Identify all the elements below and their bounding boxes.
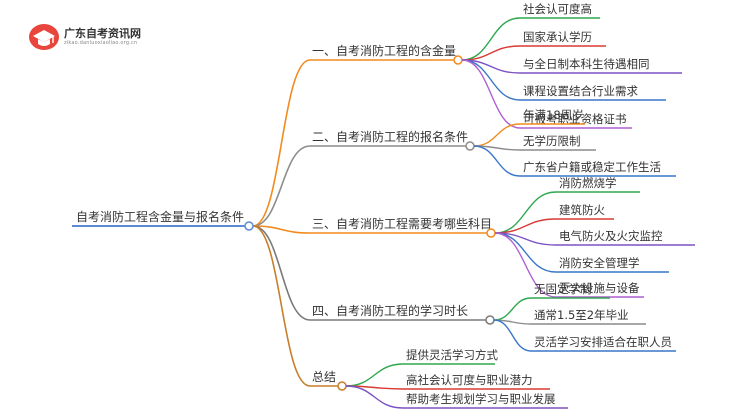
root-node-label: 自考消防工程含金量与报名条件: [76, 209, 244, 224]
leaf-label: 电气防火及火灾监控: [559, 229, 663, 243]
branch-connector: [252, 59, 311, 227]
site-logo: 广东自考资讯网 zikao.danluoxiaoliao.org.cn: [28, 22, 188, 52]
branch-connector-node: [465, 141, 475, 151]
branch-label: 三、自考消防工程需要考哪些科目: [312, 216, 492, 231]
leaf-connector: [494, 191, 557, 234]
logo-subtitle: zikao.danluoxiaoliao.org.cn: [64, 40, 138, 46]
leaf-connector: [493, 297, 532, 321]
leaf-label: 灭火设施与设备: [559, 281, 640, 295]
leaf-connector: [461, 17, 521, 61]
leaf-label: 广东省户籍或稳定工作生活: [523, 160, 661, 174]
leaf-label: 灵活学习安排适合在职人员: [534, 335, 672, 349]
leaf-label: 无固定学制: [534, 282, 592, 296]
root-node-connector: [244, 221, 254, 231]
leaf-connector: [493, 319, 532, 352]
branch-connector: [252, 225, 311, 387]
branch-connector-node: [485, 315, 495, 325]
leaf-label: 国家承认学历: [523, 30, 592, 44]
leaf-label: 年满18周岁: [523, 108, 584, 122]
leaf-connector: [494, 232, 557, 298]
leaf-label: 提供灵活学习方式: [406, 348, 498, 362]
branch-label: 一、自考消防工程的含金量: [312, 43, 456, 58]
leaf-connector: [473, 123, 521, 147]
leaf-connector: [461, 59, 521, 129]
branch-connector: [252, 225, 311, 234]
branch-label: 四、自考消防工程的学习时长: [312, 303, 468, 318]
branch-connector-node: [337, 381, 347, 391]
leaf-connector: [461, 59, 521, 101]
leaf-label: 无学历限制: [523, 134, 581, 148]
branch-connector: [252, 225, 311, 321]
leaf-label: 课程设置结合行业需求: [523, 84, 638, 98]
leaf-label: 建筑防火: [559, 203, 605, 217]
leaf-label: 与全日制本科生待遇相同: [523, 57, 650, 71]
leaf-label: 帮助考生规划学习与职业发展: [406, 392, 556, 406]
logo-title: 广东自考资讯网: [64, 27, 141, 40]
leaf-label: 可报考职业资格证书: [523, 112, 627, 126]
leaf-connector: [473, 145, 521, 177]
branch-label: 二、自考消防工程的报名条件: [312, 129, 468, 144]
branch-connector: [252, 145, 311, 227]
graduation-cap-icon: [29, 24, 59, 50]
leaf-label: 社会认可度高: [523, 2, 592, 16]
leaf-connector: [461, 45, 521, 61]
leaf-connector: [345, 363, 404, 387]
branch-connector-node: [486, 228, 496, 238]
leaf-connector: [345, 385, 404, 409]
leaf-label: 消防燃烧学: [559, 176, 617, 190]
branch-connector-node: [453, 55, 463, 65]
branch-label: 总结: [312, 370, 336, 384]
leaf-label: 高社会认可度与职业潜力: [406, 373, 533, 387]
leaf-label: 通常1.5至2年毕业: [534, 308, 629, 322]
leaf-label: 消防安全管理学: [559, 256, 640, 270]
